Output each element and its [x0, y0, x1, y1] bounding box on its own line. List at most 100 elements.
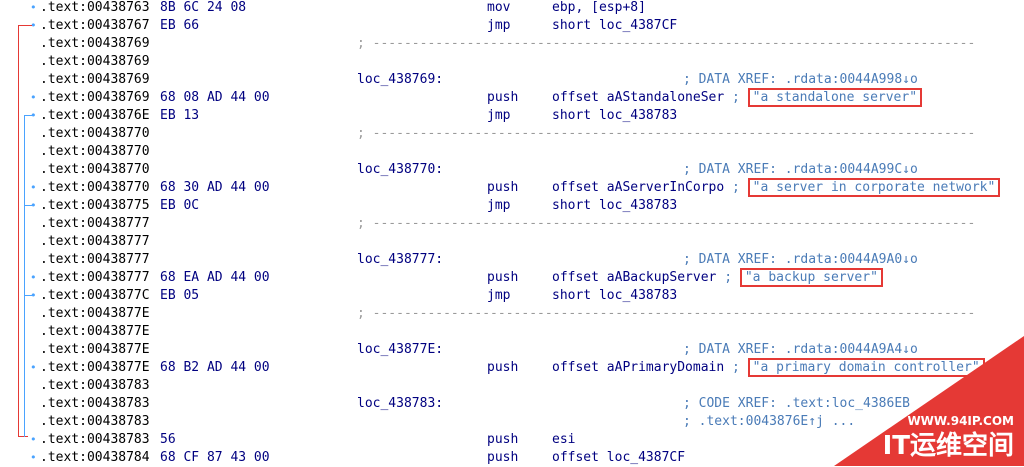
code-label[interactable]: loc_438769: — [357, 72, 444, 87]
opcode-bytes: 68 CF 87 43 00 — [160, 450, 270, 465]
flow-arrow-vertical — [18, 25, 19, 437]
listing-row[interactable]: .text:0043877E — [0, 323, 1024, 341]
operands[interactable]: offset loc_4387CF — [552, 449, 685, 467]
watermark-name: IT运维空间 — [882, 431, 1014, 461]
code-label[interactable]: loc_438770: — [357, 162, 444, 177]
address: .text:00438770 — [40, 180, 150, 195]
jmp-arrow-2 — [24, 205, 32, 206]
address: .text:00438769 — [40, 72, 150, 87]
mnemonic: push — [487, 360, 519, 375]
operands[interactable]: short loc_4387CF — [552, 17, 677, 35]
opcode-bytes: EB 0C — [160, 198, 200, 213]
highlighted-string-comment: "a backup server" — [739, 268, 883, 287]
breakpoint-dot-icon[interactable]: • — [30, 19, 37, 32]
address: .text:00438767 — [40, 18, 150, 33]
address: .text:0043877C — [40, 288, 150, 303]
address: .text:00438783 — [40, 396, 150, 411]
listing-row[interactable]: .text:00438783 — [0, 377, 1024, 395]
address: .text:00438783 — [40, 378, 150, 393]
operands[interactable]: short loc_438783 — [552, 197, 677, 215]
address: .text:0043876E — [40, 108, 150, 123]
breakpoint-dot-icon[interactable]: • — [30, 1, 37, 14]
separator-semicolon: ; — [357, 36, 365, 51]
code-label[interactable]: loc_438783: — [357, 396, 444, 411]
operands[interactable]: offset aAServerInCorpo ; "a server in co… — [552, 178, 1001, 197]
code-label[interactable]: loc_438777: — [357, 252, 444, 267]
breakpoint-dot-icon[interactable]: • — [30, 109, 37, 122]
xref-comment[interactable]: ; DATA XREF: .rdata:0044A99C↓o — [683, 162, 918, 177]
jmp-arrow-1 — [24, 115, 32, 116]
opcode-bytes: 68 30 AD 44 00 — [160, 180, 270, 195]
operand-text[interactable]: offset aAPrimaryDomain — [552, 360, 725, 375]
xref-comment[interactable]: ; DATA XREF: .rdata:0044A998↓o — [683, 72, 918, 87]
breakpoint-dot-icon[interactable]: • — [30, 199, 37, 212]
operands[interactable]: ebp, [esp+8] — [552, 0, 646, 17]
listing-row[interactable]: .text:00438769 — [0, 53, 1024, 71]
operand-text[interactable]: short loc_4387CF — [552, 18, 678, 33]
opcode-bytes: 56 — [160, 432, 176, 447]
operand-text[interactable]: esi — [552, 432, 576, 447]
listing-row[interactable]: .text:00438769 loc_438769: ; DATA XREF: .r… — [0, 71, 1024, 89]
xref-comment[interactable]: ; DATA XREF: .rdata:0044A9A0↓o — [683, 252, 918, 267]
comment-semicolon: ; — [732, 180, 740, 195]
highlighted-string-comment: "a standalone server" — [747, 88, 923, 107]
opcode-bytes: 8B 6C 24 08 — [160, 0, 247, 15]
listing-row[interactable]: .text:00438770; ------------------------… — [0, 125, 1024, 143]
listing-row[interactable]: .text:00438770 — [0, 143, 1024, 161]
operand-text[interactable]: offset loc_4387CF — [552, 450, 686, 465]
jmp-arrow-vertical — [24, 115, 25, 437]
address: .text:00438770 — [40, 126, 150, 141]
operand-text[interactable]: ebp, [esp+8] — [552, 0, 646, 15]
listing-row[interactable]: .text:0043877E; ------------------------… — [0, 305, 1024, 323]
breakpoint-dot-icon[interactable]: • — [30, 361, 37, 374]
code-label[interactable]: loc_43877E: — [357, 342, 444, 357]
operands[interactable]: offset aABackupServer ; "a backup server… — [552, 268, 883, 287]
mnemonic: jmp — [487, 18, 511, 33]
separator-line: ; --------------------------------------… — [357, 216, 976, 231]
operand-text[interactable]: short loc_438783 — [552, 288, 678, 303]
address: .text:0043877E — [40, 324, 150, 339]
breakpoint-dot-icon[interactable]: • — [30, 433, 37, 446]
comment-semicolon: ; — [732, 90, 740, 105]
breakpoint-dot-icon[interactable]: • — [30, 91, 37, 104]
mnemonic: push — [487, 90, 519, 105]
operand-text[interactable]: short loc_438783 — [552, 198, 678, 213]
breakpoint-dot-icon[interactable]: • — [30, 289, 37, 302]
watermark-url: WWW.94IP.COM — [907, 414, 1014, 428]
operand-text[interactable]: offset aAServerInCorpo — [552, 180, 725, 195]
operands[interactable]: short loc_438783 — [552, 287, 677, 305]
breakpoint-dot-icon[interactable]: • — [30, 451, 37, 464]
operands[interactable]: short loc_438783 — [552, 107, 677, 125]
operand-text[interactable]: offset aAStandaloneSer — [552, 90, 725, 105]
opcode-bytes: 68 B2 AD 44 00 — [160, 360, 270, 375]
opcode-bytes: EB 05 — [160, 288, 200, 303]
address: .text:00438777 — [40, 270, 150, 285]
xref-comment[interactable]: ; .text:0043876E↑j ... — [683, 414, 856, 429]
operand-text[interactable]: short loc_438783 — [552, 108, 678, 123]
address: .text:00438784 — [40, 450, 150, 465]
operand-text[interactable]: offset aABackupServer — [552, 270, 717, 285]
breakpoint-dot-icon[interactable]: • — [30, 271, 37, 284]
flow-arrow-top — [18, 25, 32, 26]
breakpoint-dot-icon[interactable]: • — [30, 181, 37, 194]
listing-row[interactable]: .text:00438769; ------------------------… — [0, 35, 1024, 53]
listing-row[interactable]: .text:00438777 — [0, 233, 1024, 251]
operands[interactable]: esi — [552, 431, 575, 449]
operands[interactable]: offset aAStandaloneSer ; "a standalone s… — [552, 88, 923, 107]
address: .text:0043877E — [40, 360, 150, 375]
address: .text:0043877E — [40, 342, 150, 357]
watermark: WWW.94IP.COM IT运维空间 — [834, 336, 1024, 466]
listing-row[interactable]: .text:00438777; ------------------------… — [0, 215, 1024, 233]
